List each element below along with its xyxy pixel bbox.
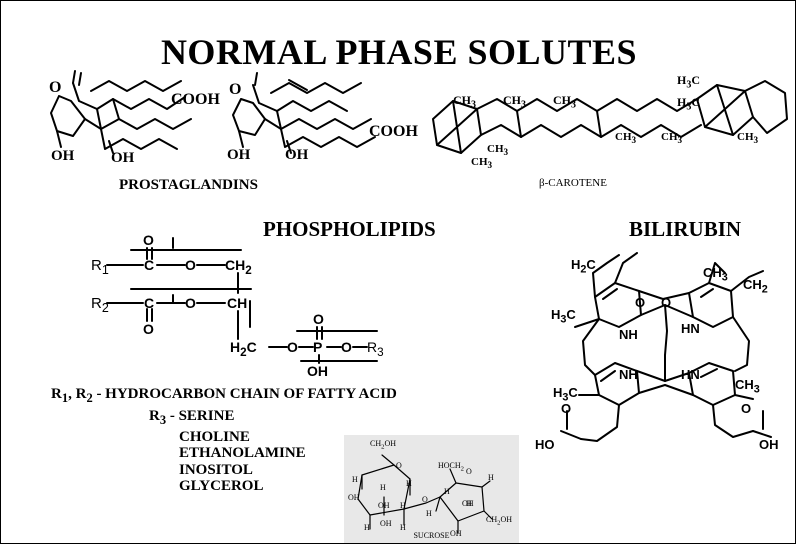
sucrose-fructose-o: O [466, 467, 472, 476]
sucrose-oh-4: OH [450, 529, 462, 538]
bilirubin-h3c-lower: H3C [553, 385, 578, 404]
ch-middle: CH [227, 295, 248, 311]
sucrose-ch2oh-right: CH2OH [486, 515, 513, 527]
page-title: NORMAL PHASE SOLUTES [160, 32, 638, 72]
bilirubin-h2c: H2C [571, 257, 596, 276]
carotene-ch3-3: CH3 [553, 93, 576, 111]
carotene-h3c-top: H3C [677, 73, 701, 91]
sucrose-oh-3: OH [380, 519, 392, 528]
ester-o-bottom: O [185, 295, 196, 311]
r2-group: R2 [91, 295, 109, 315]
carotene-ch3-2: CH3 [503, 93, 526, 111]
bilirubin-o-upper-right: O [661, 295, 672, 310]
carbonyl-o-top: O [143, 232, 154, 248]
sucrose-oh-1: OH [348, 493, 360, 502]
carotene-ch3-7: CH3 [661, 131, 683, 146]
sucrose-h-5: H [364, 523, 370, 532]
sucrose-hoch2: HOCH2 [438, 461, 464, 473]
sucrose-glucose-o: O [396, 461, 402, 470]
bilirubin-ho: HO [535, 437, 555, 452]
head-group-list: R3 - SERINE CHOLINE ETHANOLAMINE INOSITO… [149, 408, 306, 495]
bilirubin-ch3-lower: CH3 [735, 377, 760, 396]
sucrose-h-6: H [400, 523, 406, 532]
bilirubin-hn-lower: HN [681, 367, 700, 382]
bilirubin-h3c-upper: H3C [551, 307, 576, 326]
sucrose-h-7: H [488, 473, 494, 482]
phosphate-o-left: O [287, 339, 298, 355]
sucrose-h-2: H [380, 483, 386, 492]
carbonyl-o-bottom: O [143, 321, 154, 337]
head-group-choline: CHOLINE [179, 428, 250, 445]
beta-carotene-label: β-CAROTENE [539, 177, 607, 189]
prostaglandin-2-cooh: COOH [369, 123, 418, 140]
bilirubin-nh-upper: NH [619, 327, 638, 342]
prostaglandin-2-oh-right: OH [285, 147, 309, 163]
r1-group: R1 [91, 257, 109, 277]
carotene-ch3-4: CH3 [487, 143, 509, 158]
sucrose-panel: CH2OH O H H H OH OH H H OH H O HOCH2 O H… [344, 435, 519, 543]
carotene-ch3-5: CH3 [471, 156, 493, 171]
prostaglandin-1-cooh: COOH [171, 91, 220, 108]
sucrose-h-1: H [352, 475, 358, 484]
sucrose-ch2oh-top: CH2OH [370, 439, 397, 451]
bilirubin-acid-o-left: O [561, 401, 572, 416]
prostaglandin-2-ketone-o: O [229, 81, 242, 98]
ester-c-top: C [144, 257, 155, 273]
phosphate-o-top: O [313, 311, 324, 327]
ester-c-bottom: C [144, 295, 155, 311]
sucrose-h-4: H [400, 501, 406, 510]
bilirubin-heading: BILIRUBIN [629, 217, 742, 241]
sucrose-oh-5: OH [462, 499, 474, 508]
r3-caption: R3 - SERINE [149, 408, 235, 427]
head-group-glycerol: GLYCEROL [179, 478, 264, 494]
r1-r2-caption: R1, R2 - HYDROCARBON CHAIN OF FATTY ACID [51, 386, 397, 405]
sucrose-label: SUCROSE [413, 531, 450, 540]
carotene-ch3-6: CH3 [615, 131, 637, 146]
bilirubin-o-upper-left: O [635, 295, 646, 310]
sucrose-h-10: H [426, 509, 432, 518]
sucrose-oh-2: OH [378, 501, 390, 510]
bilirubin-nh-lower: NH [619, 367, 638, 382]
bilirubin-acid-o-right: O [741, 401, 752, 416]
bilirubin-ch3-top: CH3 [703, 265, 728, 284]
sucrose-structure [357, 454, 493, 534]
bilirubin-hn-upper: HN [681, 321, 700, 336]
prostaglandin-1-ketone-o: O [49, 79, 62, 96]
sucrose-h-9: H [466, 499, 472, 508]
prostaglandin-1-oh-left: OH [51, 148, 75, 164]
carotene-ch3-1: CH3 [453, 93, 476, 111]
prostaglandins-label: PROSTAGLANDINS [119, 177, 258, 193]
head-group-ethanolamine: ETHANOLAMINE [179, 445, 306, 461]
head-group-inositol: INOSITOL [179, 461, 253, 478]
bilirubin-oh: OH [759, 437, 779, 452]
sucrose-bridge-o: O [422, 495, 428, 504]
carotene-h3c-mid: H3C [677, 95, 701, 113]
ch2-top: CH2 [225, 257, 252, 277]
bilirubin-ch2-top: CH2 [743, 277, 768, 296]
h2c-group: H2C [230, 339, 257, 359]
ester-o-top: O [185, 257, 196, 273]
sucrose-h-8: H [444, 487, 450, 496]
r3-group: R3 [367, 339, 384, 359]
carotene-ch3-right: CH3 [737, 131, 759, 146]
sucrose-h-3: H [406, 479, 412, 488]
prostaglandin-1-oh-right: OH [111, 150, 135, 166]
phosphorus: P [313, 339, 323, 355]
prostaglandin-2-oh-left: OH [227, 147, 251, 163]
phosphate-o-right: O [341, 339, 352, 355]
phosphate-oh: OH [307, 363, 328, 379]
phospholipids-heading: PHOSPHOLIPIDS [263, 217, 436, 241]
